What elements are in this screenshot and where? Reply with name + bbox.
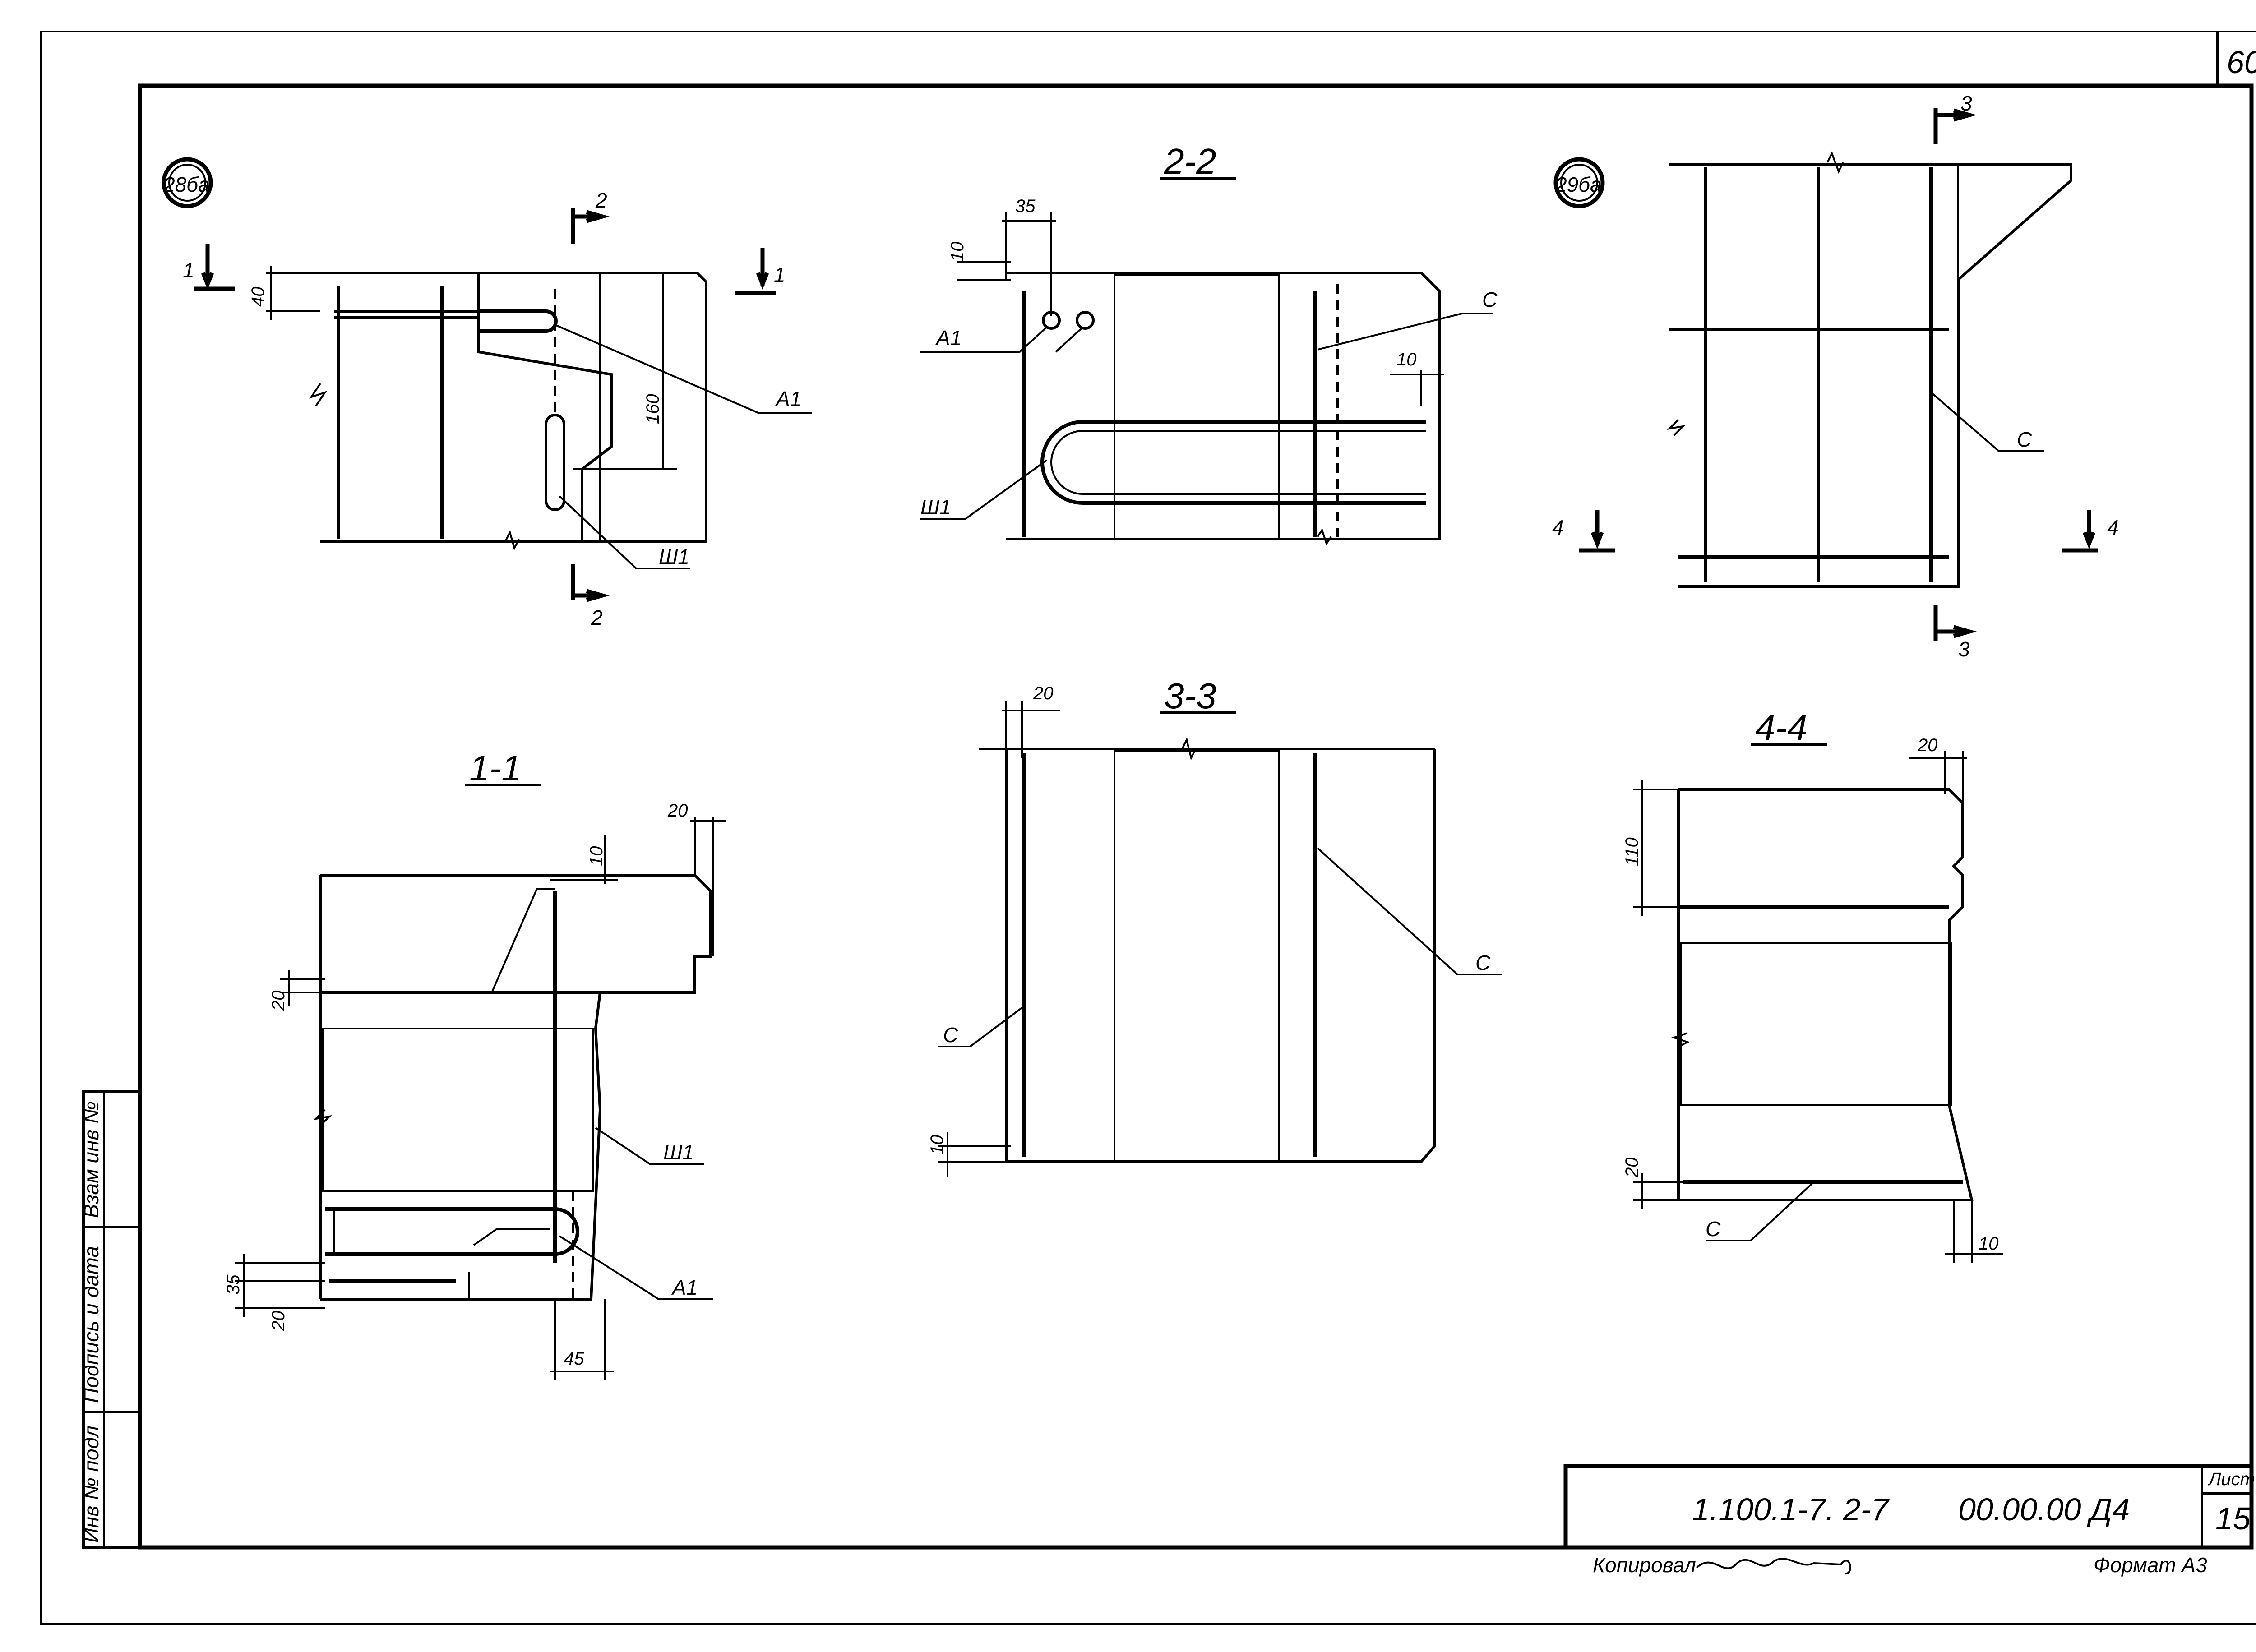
section-2-2-callout-c: C [1482, 288, 1498, 311]
section-2-2-dim-10-left: 10 [948, 242, 967, 262]
view-28ba-label-circle [162, 157, 213, 208]
title-block-sheet-number: 15 [2215, 1501, 2251, 1536]
view-28ba-section-1-left: 1 [183, 258, 194, 282]
section-4-4-dim-20-top: 20 [1917, 735, 1938, 755]
copyist-signature [1696, 1558, 1851, 1574]
title-block-doc-number: 00.00.00 Д4 [1958, 1492, 2130, 1527]
section-4-4-dim-10: 10 [1979, 1234, 1999, 1254]
section-3-3 [938, 701, 1502, 1177]
section-1-1-title: 1-1 [469, 748, 522, 788]
view-28ba-section-2-top: 2 [595, 189, 607, 212]
view-28ba-callout-a1: A1 [775, 387, 801, 411]
section-4-4 [1633, 743, 2003, 1263]
section-1-1-dim-20-bottom: 20 [268, 1311, 288, 1332]
footer-format-label: Формат А3 [2094, 1553, 2207, 1577]
title-block-sheet-label: Лист [2207, 1469, 2255, 1489]
title-block-doc-code: 1.100.1-7. 2-7 [1692, 1492, 1890, 1527]
section-3-3-callout-c-right: C [1475, 951, 1491, 974]
section-4-4-title: 4-4 [1755, 707, 1808, 748]
view-28ba-dim-40: 40 [248, 287, 268, 307]
view-28ba-callout-sh1: Ш1 [659, 545, 689, 568]
section-3-3-dim-20: 20 [1033, 683, 1054, 703]
section-2-2 [920, 177, 1493, 546]
page-number: 60 [2227, 45, 2256, 80]
side-stamp-signature-date: Подпись и дата [79, 1246, 103, 1403]
view-28ba-section-1-right: 1 [774, 263, 786, 286]
view-29ba-label: 29ба [1555, 173, 1602, 196]
view-28ba-label: 28ба [163, 173, 210, 196]
view-29ba [1553, 108, 2098, 641]
insulation-hatch [322, 1028, 594, 1192]
section-2-2-callout-a1: A1 [935, 326, 962, 350]
title-block [1563, 1464, 2254, 1550]
section-2-2-callout-sh1: Ш1 [920, 495, 951, 519]
section-4-4-callout-c: C [1706, 1217, 1721, 1241]
side-stamp-inv-podl: Инв № подл [79, 1426, 103, 1543]
section-1-1-dim-20-left: 20 [268, 991, 288, 1011]
section-2-2-title: 2-2 [1164, 141, 1216, 181]
section-3-3-dim-10: 10 [927, 1135, 947, 1155]
footer-copied-label: Копировал [1593, 1553, 1696, 1577]
insulation-hatch [1114, 274, 1280, 540]
view-29ba-callout-c: C [2017, 428, 2032, 451]
insulation-hatch [1680, 942, 1952, 1106]
side-stamp: Инв № подл Подпись и дата Взам инв № [79, 1090, 141, 1549]
view-28ba-dim-160: 160 [643, 394, 663, 424]
view-29ba-section-4-right: 4 [2107, 516, 2119, 539]
view-29ba-section-3-bottom: 3 [1958, 637, 1970, 661]
section-2-2-dim-10-right: 10 [1396, 350, 1417, 369]
view-29ba-section-3-top: 3 [1960, 92, 1972, 115]
view-28ba-section-2-bottom: 2 [591, 606, 603, 629]
section-3-3-callout-c-left: C [943, 1023, 958, 1047]
section-1-1-dim-45: 45 [564, 1349, 584, 1369]
view-29ba-section-4-left: 4 [1552, 516, 1564, 539]
sheet-frame [40, 31, 2256, 1625]
section-1-1-dim-35: 35 [223, 1274, 243, 1295]
section-1-1-callout-sh1: Ш1 [663, 1140, 694, 1164]
section-1-1-dim-10: 10 [587, 846, 606, 867]
section-4-4-dim-110: 110 [1622, 837, 1642, 866]
view-28ba [162, 157, 812, 602]
section-1-1 [235, 784, 726, 1380]
insulation-hatch [1114, 750, 1280, 1163]
section-2-2-dim-35: 35 [1015, 196, 1036, 216]
section-1-1-dim-20-top: 20 [667, 801, 688, 821]
view-29ba-label-circle [1553, 157, 1605, 208]
section-4-4-dim-20-bottom: 20 [1622, 1158, 1642, 1178]
section-3-3-title: 3-3 [1164, 676, 1216, 716]
side-stamp-vzam-inv: Взам инв № [79, 1101, 103, 1218]
section-1-1-callout-a1: A1 [671, 1276, 698, 1299]
